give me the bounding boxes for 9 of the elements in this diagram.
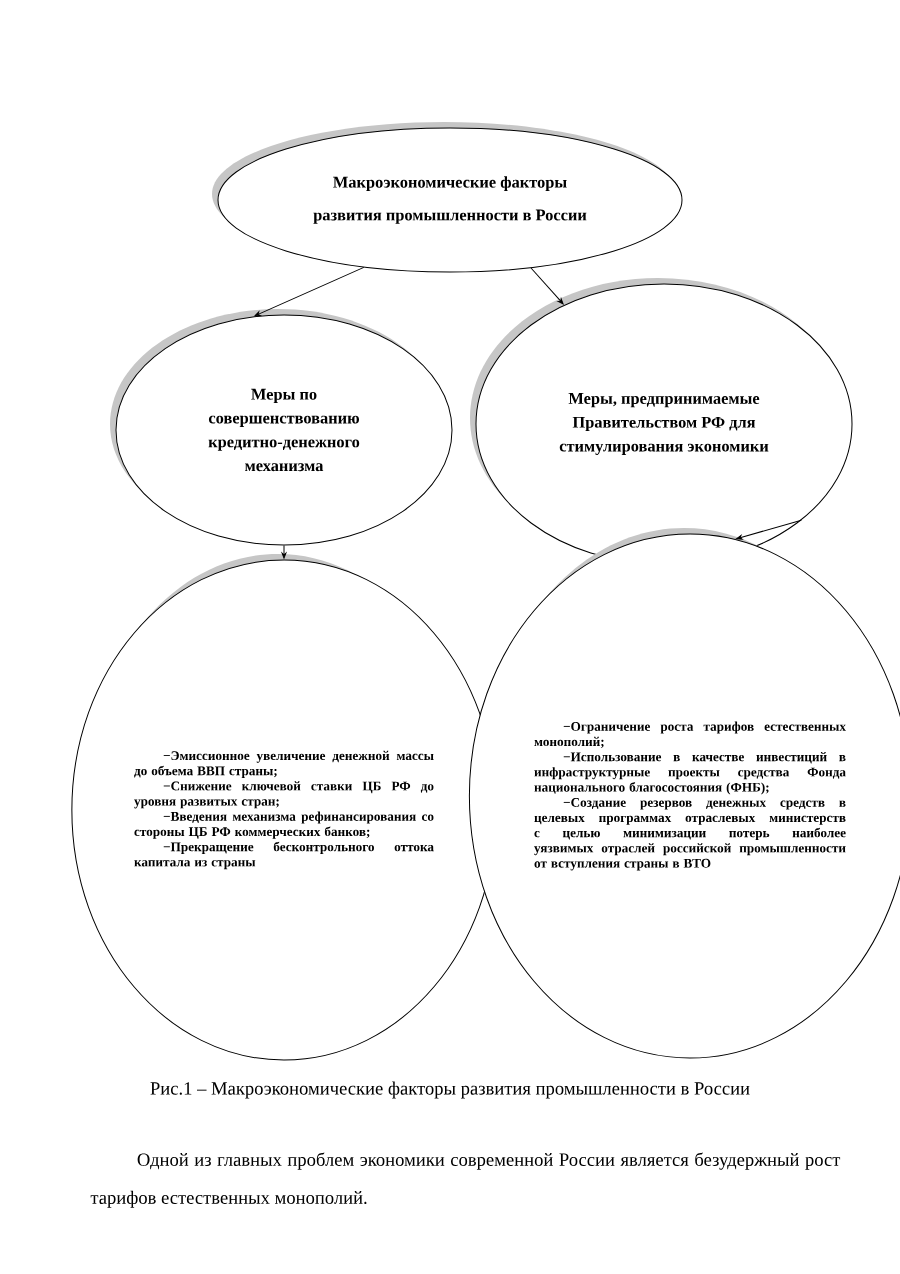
arrow — [254, 266, 365, 317]
arrow — [530, 267, 564, 305]
ellipse-node: Меры, предпринимаемые Правительством РФ для стимулирования экономики — [470, 278, 853, 565]
arrow — [736, 519, 802, 540]
paragraph: Одной из главных проблем экономики современной России является безудержный рост тарифов естественных монополий. — [90, 1152, 841, 1208]
ellipse-node: Меры по совершенствованию кредитно-денежного механизма — [110, 309, 453, 546]
arrow — [281, 545, 287, 559]
ellipse-node: Макроэкономические факторы развития промышленности в России — [212, 122, 683, 273]
caption: Рис.1 – Макроэкономические факторы развития промышленности в России — [150, 1081, 750, 1099]
